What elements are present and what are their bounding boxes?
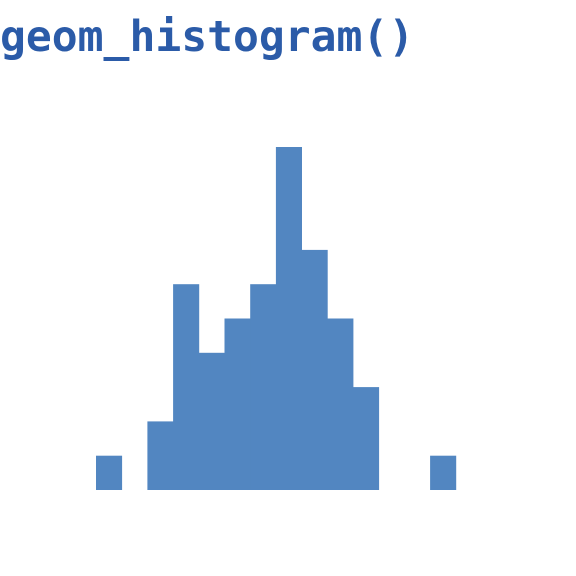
histogram-bar [250,284,277,490]
histogram-bar [430,455,457,490]
histogram-bar [275,147,302,490]
histogram-bar [198,352,225,490]
histogram-bar [96,455,123,490]
histogram-bar [173,284,200,490]
histogram-bar [224,318,251,490]
histogram-bar [353,387,380,490]
chart-title: geom_histogram() [0,12,415,62]
histogram-bar [301,249,328,490]
histogram-bar [147,421,174,490]
histogram-bar [327,318,354,490]
